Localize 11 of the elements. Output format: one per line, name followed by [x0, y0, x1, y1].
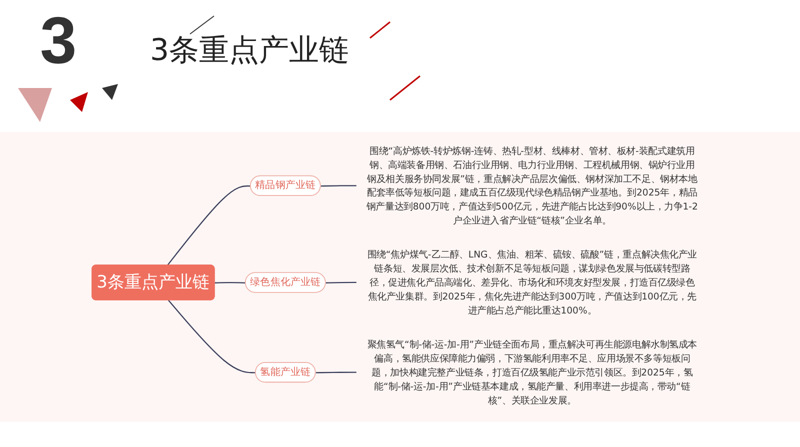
node-text: 围绕“高炉炼铁-转炉炼钢-连铸、热轧-型材、线棒材、管材、板材-装配式建筑用钢、高端装备用钢、石油行业用钢、电力行业用钢、工程机械用钢、锅炉行业用钢及相关服务协同发展”链，重点解决产品层次偏低、钢材深加工不足、钢材本地配套率低等短板问题，建成五百亿级现代绿色精品钢产业基地。到2025年，精品钢产量达到800万吨，产值达到500亿元，先进产能占比达到90%以上，力争1-2户企业进入省产业链“链核”企业名单。: [366, 144, 698, 226]
connector: [214, 282, 246, 283]
connector: [166, 184, 251, 266]
title: 3条重点产业链: [150, 32, 350, 70]
connector: [168, 299, 256, 373]
connector: [320, 184, 356, 186]
section-number: 3: [40, 2, 77, 78]
connector: [316, 371, 356, 373]
node-text: 围绕“焦炉煤气-乙二醇、LNG、焦油、粗苯、硫铵、硫酸”链，重点解决焦化产业链条短、发展层次低、技术创新不足等短板问题，谋划绿色发展与低碳转型路径，促进焦化产品高端化、差异化、市场化和环境友好型发展，打造百亿级绿色焦化产业集群。到2025年，焦化先进产能达到300万吨，产值达到100亿元，先进产能占总产能比重达100%。: [367, 248, 698, 316]
node-text: 聚焦氢气“制-储-运-加-用”产业链全面布局，重点解决可再生能源电解水制氢成本偏高，氢能供应保障能力偏弱，下游氢能利用率不足、应用场景不多等短板问题，加快构建完整产业链条，打造百亿级氢能产业示范引领区。到2025年，氢能“制-储-运-加-用”产业链基本建成，氢能产量、利用率进一步提高，带动“链核”、关联企业发展。: [367, 338, 698, 406]
connector: [326, 281, 356, 283]
